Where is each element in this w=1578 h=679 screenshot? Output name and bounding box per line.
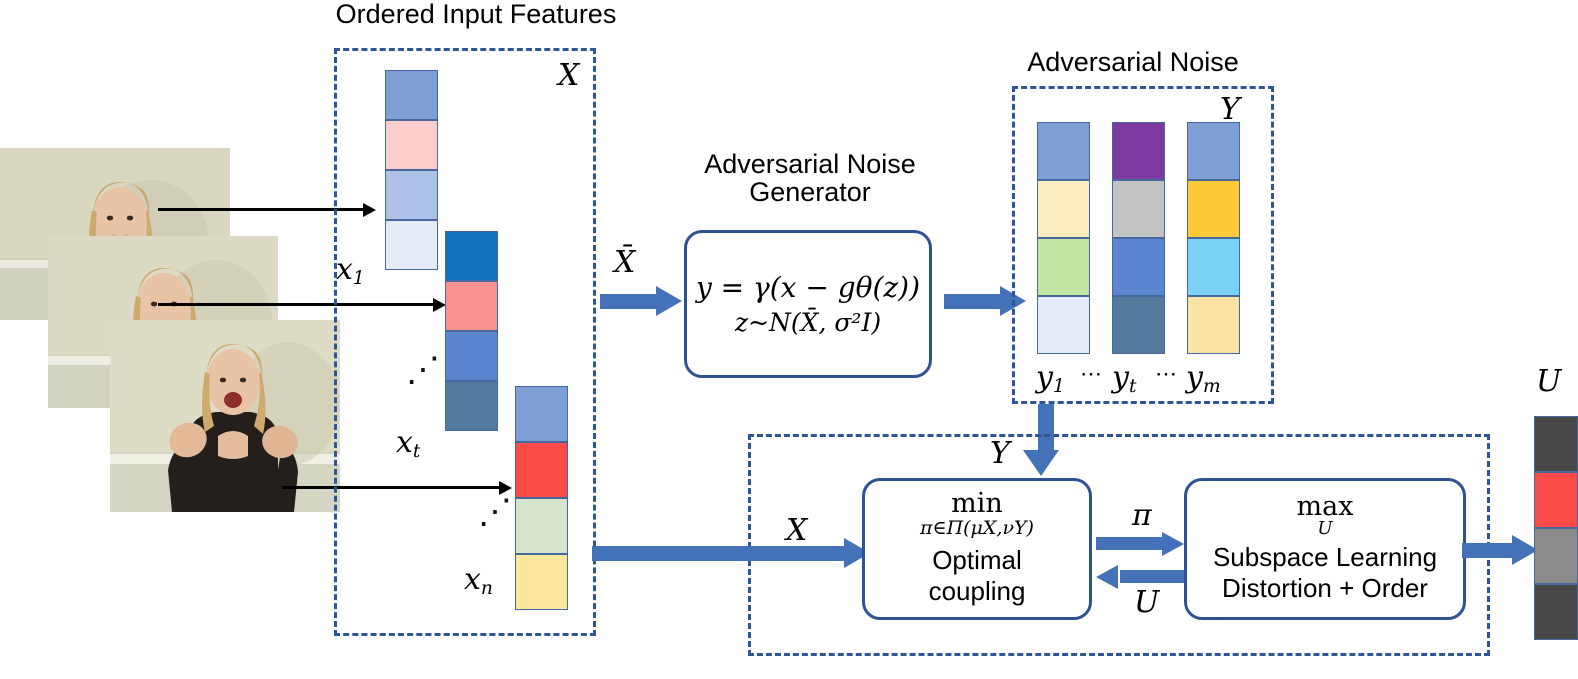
noise-label-y1: y1 (1036, 360, 1065, 397)
X-arrow-label: X (786, 513, 808, 548)
feature-cell-xt-3 (445, 381, 498, 431)
ellipsis-y1-yt: ⋯ (1080, 362, 1102, 387)
noise-label-ym-base: y (1186, 360, 1203, 395)
feature-label-x1-base: x (336, 252, 353, 287)
feature-cell-xn-3 (515, 554, 568, 610)
noise-cell-ym-0 (1187, 122, 1240, 180)
ellipsis-yt-ym: ⋯ (1155, 362, 1177, 387)
noise-label-yt: yt (1112, 360, 1136, 397)
feature-column-xn (515, 386, 568, 610)
feature-cell-xt-2 (445, 331, 498, 381)
subspace-learning-box: max U Subspace Learning Distortion + Ord… (1184, 478, 1466, 620)
X-box-label: X (558, 58, 580, 93)
arrow-U-to-optimal-coupling (1096, 565, 1188, 589)
subspace-op: max (1296, 491, 1354, 523)
generator-equation-line2: z~N(X̄, σ²I) (734, 308, 882, 337)
feature-label-xn-base: x (464, 562, 481, 597)
arrow-subspace-to-output (1462, 535, 1548, 565)
output-cell-U-0 (1534, 416, 1578, 472)
feature-cell-x1-2 (385, 170, 438, 220)
output-column-U (1534, 416, 1578, 640)
adversarial-noise-generator-title: Adversarial Noise Generator (664, 150, 956, 207)
noise-label-yt-sub: t (1128, 376, 1137, 398)
feature-column-xt (445, 231, 498, 431)
adversarial-noise-title: Adversarial Noise (1027, 47, 1239, 77)
noise-cell-yt-3 (1112, 296, 1165, 354)
feature-column-x1 (385, 70, 438, 270)
noise-cell-yt-1 (1112, 180, 1165, 238)
feature-cell-xn-2 (515, 498, 568, 554)
noise-cell-y1-2 (1037, 238, 1090, 296)
noise-cell-ym-1 (1187, 180, 1240, 238)
generator-title-line1: Adversarial Noise (704, 149, 916, 179)
optimal-coupling-line2: coupling (928, 575, 1026, 606)
ordered-input-features-title: Ordered Input Features (335, 0, 617, 29)
arrow-X-to-optimal-coupling (592, 538, 872, 568)
noise-label-ym: ym (1186, 360, 1221, 397)
noise-cell-y1-1 (1037, 180, 1090, 238)
noise-label-y1-base: y (1036, 360, 1053, 395)
Y-box-label: Y (1220, 92, 1240, 127)
noise-cell-ym-2 (1187, 238, 1240, 296)
input-arrow-3 (282, 481, 512, 495)
U-arrow-label: U (1134, 585, 1160, 620)
noise-column-y1 (1037, 122, 1090, 354)
noise-column-ym (1187, 122, 1240, 354)
feature-label-xt-sub: t (412, 441, 421, 463)
feature-cell-x1-3 (385, 220, 438, 270)
U-column-label: U (1536, 364, 1562, 399)
feature-label-x1: x1 (336, 252, 365, 289)
output-cell-U-1 (1534, 472, 1578, 528)
video-frame-3 (110, 320, 340, 512)
feature-cell-xn-0 (515, 386, 568, 442)
feature-label-x1-sub: 1 (352, 268, 365, 290)
noise-column-yt (1112, 122, 1165, 354)
feature-label-xn-sub: n (480, 578, 493, 600)
output-cell-U-2 (1534, 528, 1578, 584)
feature-label-xt-base: x (396, 425, 413, 460)
optimal-coupling-op: min (951, 488, 1003, 520)
ellipsis-x1-xt: ⋰ (406, 350, 442, 390)
feature-cell-x1-1 (385, 120, 438, 170)
Xbar-label: X̄ (614, 245, 636, 280)
feature-label-xt: xt (396, 425, 420, 462)
feature-cell-xt-1 (445, 281, 498, 331)
noise-cell-yt-2 (1112, 238, 1165, 296)
output-cell-U-3 (1534, 584, 1578, 640)
subspace-op-variable: U (1317, 517, 1333, 539)
input-arrow-2 (158, 298, 446, 312)
signer-frame-3-image (110, 320, 340, 512)
noise-cell-ym-3 (1187, 296, 1240, 354)
adversarial-noise-box (1012, 86, 1274, 404)
optimal-coupling-constraint: π∈Π(μX,νY) (920, 516, 1034, 539)
input-arrow-1 (158, 203, 376, 217)
generator-equation-line1: y = γ(x − gθ(z)) (695, 271, 921, 304)
feature-cell-x1-0 (385, 70, 438, 120)
arrow-pi-to-subspace (1096, 532, 1188, 556)
adversarial-noise-generator-box: y = γ(x − gθ(z)) z~N(X̄, σ²I) (684, 230, 932, 378)
subspace-line2: Distortion + Order (1222, 572, 1428, 603)
arrow-Xbar-to-generator (600, 286, 684, 316)
optimal-coupling-line1: Optimal (932, 544, 1022, 575)
arrow-Y-down (1020, 404, 1080, 478)
noise-cell-yt-0 (1112, 122, 1165, 180)
optimal-coupling-box: min π∈Π(μX,νY) Optimal coupling (862, 478, 1092, 620)
pi-arrow-label: π (1132, 498, 1152, 533)
feature-label-xn: xn (464, 562, 493, 599)
noise-cell-y1-3 (1037, 296, 1090, 354)
Y-arrow-label: Y (990, 436, 1010, 471)
noise-label-y1-sub: 1 (1052, 376, 1065, 398)
noise-label-ym-sub: m (1202, 376, 1221, 398)
subspace-line1: Subspace Learning (1212, 541, 1438, 572)
feature-cell-xt-0 (445, 231, 498, 281)
noise-cell-y1-0 (1037, 122, 1090, 180)
generator-title-line2: Generator (749, 177, 871, 208)
feature-cell-xn-1 (515, 442, 568, 498)
noise-label-yt-base: y (1112, 360, 1129, 395)
ordered-input-features-box (334, 48, 596, 636)
ellipsis-xt-xn: ⋰ (478, 492, 514, 532)
